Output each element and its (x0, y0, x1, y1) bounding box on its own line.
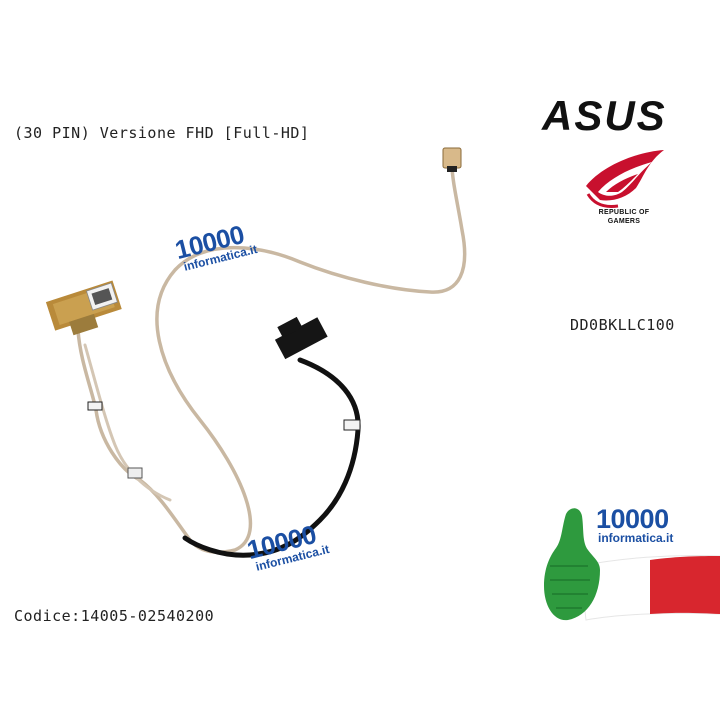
rog-eye-logo (586, 150, 664, 208)
rog-line1: REPUBLIC OF (598, 209, 650, 216)
rog-line2: GAMERS (607, 218, 641, 225)
cable-left-connector (45, 280, 122, 336)
badge-site: informatica.it (598, 531, 674, 545)
cable-black-connector (274, 316, 328, 360)
cable-clip-3 (343, 419, 361, 431)
version-label: (30 PIN) Versione FHD [Full-HD] (14, 124, 310, 142)
cable-clip-2 (127, 467, 143, 479)
cable-beige-wire (76, 163, 467, 554)
cable-top-connector (442, 147, 462, 169)
asus-logo-text: ASUS (541, 92, 667, 136)
product-code-label: Codice:14005-02540200 (14, 607, 215, 625)
rog-text: REPUBLIC OF GAMERS (568, 208, 680, 226)
cable-beige-wire-2 (83, 343, 172, 502)
asus-logo: ASUS (541, 92, 667, 136)
cable-clip-1 (87, 401, 103, 411)
model-number-label: DD0BKLLC100 (570, 316, 675, 334)
cable-black-wire (182, 357, 361, 558)
badge-brand-text: 10000 informatica.it (596, 504, 673, 545)
badge-number: 10000 (596, 504, 669, 534)
thumbs-up-italy-badge (544, 508, 720, 621)
